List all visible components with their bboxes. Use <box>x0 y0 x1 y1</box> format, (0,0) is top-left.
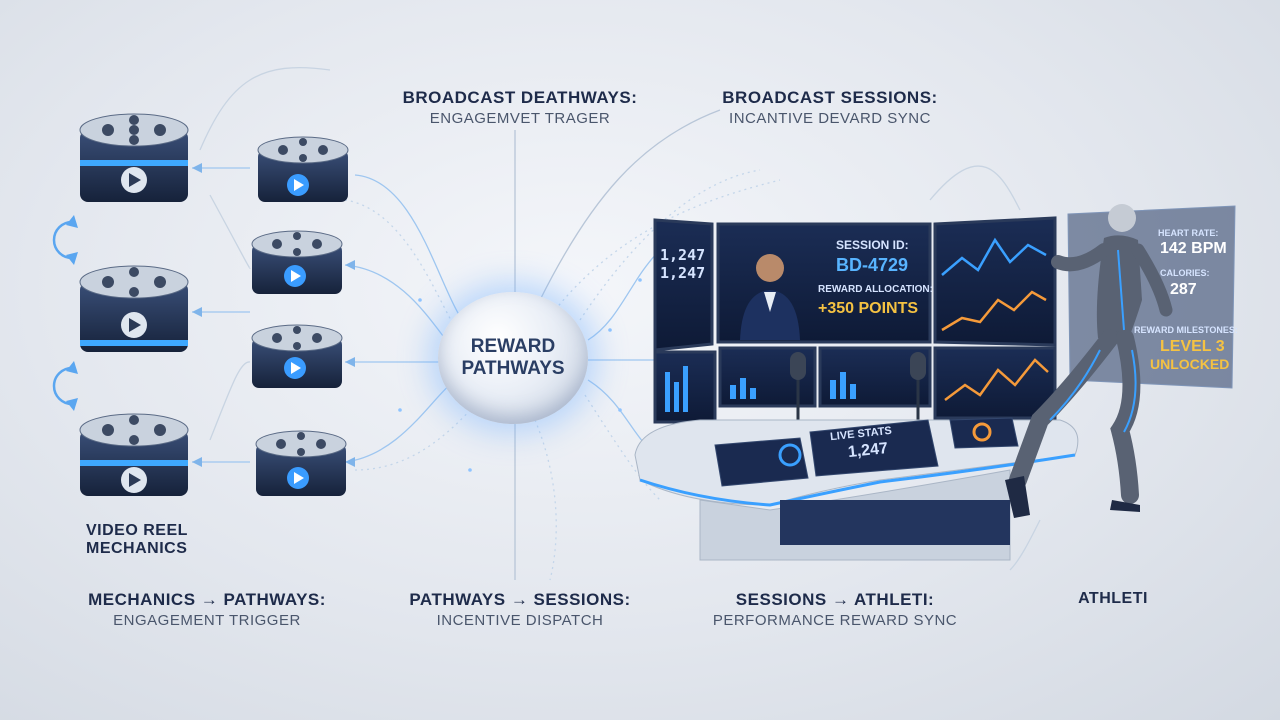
left-screen-stat-1: 1,247 <box>660 246 706 264</box>
bottom-label-3-title: SESSIONS → ATHLETI: <box>735 590 935 609</box>
bottom-label-1-subtitle: ENGAGEMENT TRIGGER <box>113 612 301 629</box>
left-screen-stat-2: 1,247 <box>660 264 706 282</box>
top-label-2-subtitle: INCANTIVE DEVARD SYNC <box>729 110 931 127</box>
desk-tablet <box>714 417 1019 487</box>
milestone-line-2: UNLOCKED <box>1150 356 1230 372</box>
film-reel-icon <box>257 136 349 202</box>
film-reel-icon <box>79 113 189 202</box>
film-reel-icon <box>79 413 189 496</box>
calories-label: CALORIES: <box>1160 268 1210 278</box>
bottom-label-2-title: PATHWAYS → SESSIONS: <box>409 590 631 609</box>
calories-value: 287 <box>1170 281 1197 298</box>
video-reel-line1: VIDEO REEL <box>86 522 188 539</box>
session-id-value: BD-4729 <box>836 255 909 275</box>
monitor-right <box>933 216 1057 347</box>
bottom-label-2: PATHWAYS → SESSIONS: INCENTIVE DISPATCH <box>400 590 640 629</box>
film-reel-icon <box>251 324 343 388</box>
bottom-label-1: MECHANICS → PATHWAYS: ENGAGEMENT TRIGGER <box>82 590 332 629</box>
athlete-label-text: ATHLETI <box>1078 590 1148 607</box>
reward-allocation-label: REWARD ALLOCATION: <box>818 284 933 295</box>
film-reel-icon <box>255 430 347 496</box>
bottom-label-2-subtitle: INCENTIVE DISPATCH <box>436 612 604 629</box>
heart-rate-value: 142 BPM <box>1160 240 1227 257</box>
heart-rate-label: HEART RATE: <box>1158 228 1219 238</box>
athlete-figure <box>1005 204 1173 518</box>
video-reel-line2: MECHANICS <box>86 540 188 557</box>
hub-line1: REWARD <box>470 336 556 357</box>
milestone-line-1: LEVEL 3 <box>1160 338 1225 355</box>
hub-line2: PATHWAYS <box>461 358 565 379</box>
top-label-1-title: BROADCAST DEATHWAYS: <box>402 88 638 107</box>
top-label-2-title: BROADCAST SESSIONS: <box>722 88 938 107</box>
top-label-2: BROADCAST SESSIONS: INCANTIVE DEVARD SYN… <box>710 88 950 127</box>
top-label-1: BROADCAST DEATHWAYS: ENGAGEMVET TRAGER <box>400 88 640 127</box>
bottom-label-1-title: MECHANICS → PATHWAYS: <box>88 590 326 609</box>
monitor-center <box>716 222 932 344</box>
reward-allocation-value: +350 POINTS <box>818 300 919 317</box>
film-reel-icon <box>79 265 189 352</box>
video-reel-label: VIDEO REEL MECHANICS <box>86 522 188 558</box>
microphone-icon <box>910 352 926 420</box>
bottom-label-3-subtitle: PERFORMANCE REWARD SYNC <box>712 612 958 629</box>
reward-milestones-label: REWARD MILESTONES: <box>1134 325 1238 335</box>
bottom-label-3: SESSIONS → ATHLETI: PERFORMANCE REWARD S… <box>705 590 965 629</box>
session-id-label: SESSION ID: <box>836 238 909 252</box>
monitor-left <box>653 218 714 352</box>
microphone-icon <box>790 352 806 420</box>
film-reel-icon <box>251 230 343 294</box>
top-label-1-subtitle: ENGAGEMVET TRAGER <box>429 110 611 127</box>
athlete-label: ATHLETI <box>1068 590 1158 608</box>
